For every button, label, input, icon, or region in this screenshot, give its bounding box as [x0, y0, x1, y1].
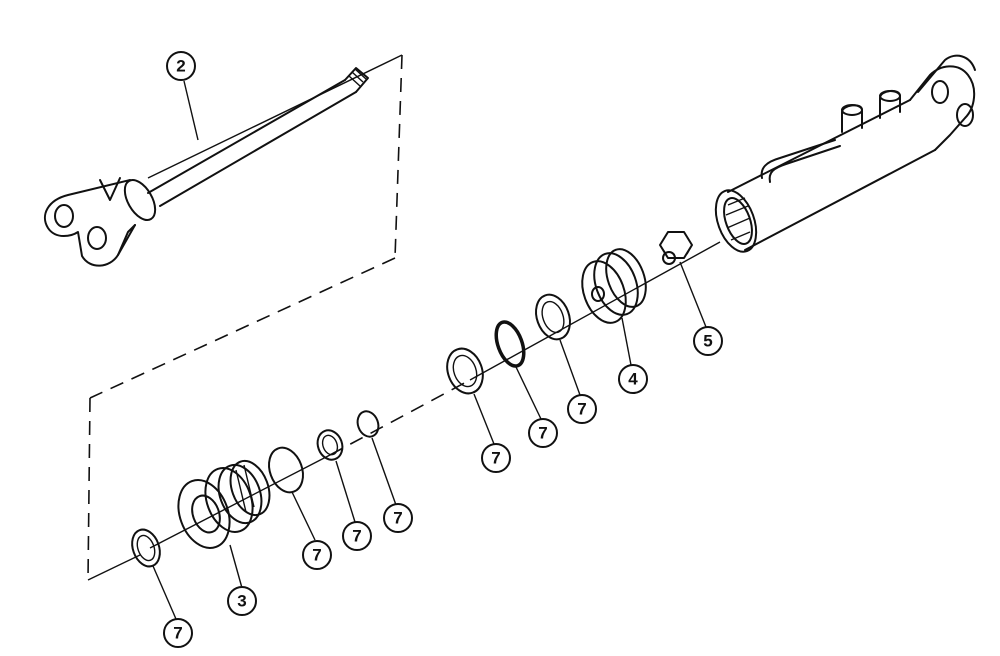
callout-7-front-wiper: 7 [163, 618, 193, 648]
callout-label: 2 [176, 57, 185, 76]
leader-lines [152, 80, 707, 620]
callout-label: 7 [491, 449, 500, 468]
cylinder-barrel [714, 54, 976, 253]
lock-nut [659, 231, 693, 265]
assembly-frame [87, 54, 403, 581]
gland [177, 459, 271, 549]
callout-label: 7 [577, 400, 586, 419]
center-axis [149, 241, 721, 549]
callout-3: 3 [227, 586, 257, 616]
piston [581, 248, 647, 324]
callout-label: 7 [538, 424, 547, 443]
callout-7-small-oring: 7 [383, 503, 413, 533]
callout-7-piston-oring: 7 [528, 418, 558, 448]
callout-label: 7 [312, 546, 321, 565]
seal-ring-group [131, 293, 571, 568]
piston-rod [43, 67, 369, 267]
callout-7-gland-oring: 7 [302, 540, 332, 570]
callout-7-wear-ring: 7 [567, 394, 597, 424]
callout-7-backup-ring: 7 [342, 521, 372, 551]
callout-label: 5 [703, 332, 712, 351]
callout-2: 2 [166, 51, 196, 81]
callout-7-piston-seal: 7 [481, 443, 511, 473]
callout-label: 4 [628, 370, 638, 389]
callout-label: 3 [237, 592, 246, 611]
callout-label: 7 [352, 527, 361, 546]
callout-5: 5 [693, 326, 723, 356]
callout-label: 7 [173, 624, 182, 643]
callout-label: 7 [393, 509, 402, 528]
callout-4: 4 [618, 364, 648, 394]
